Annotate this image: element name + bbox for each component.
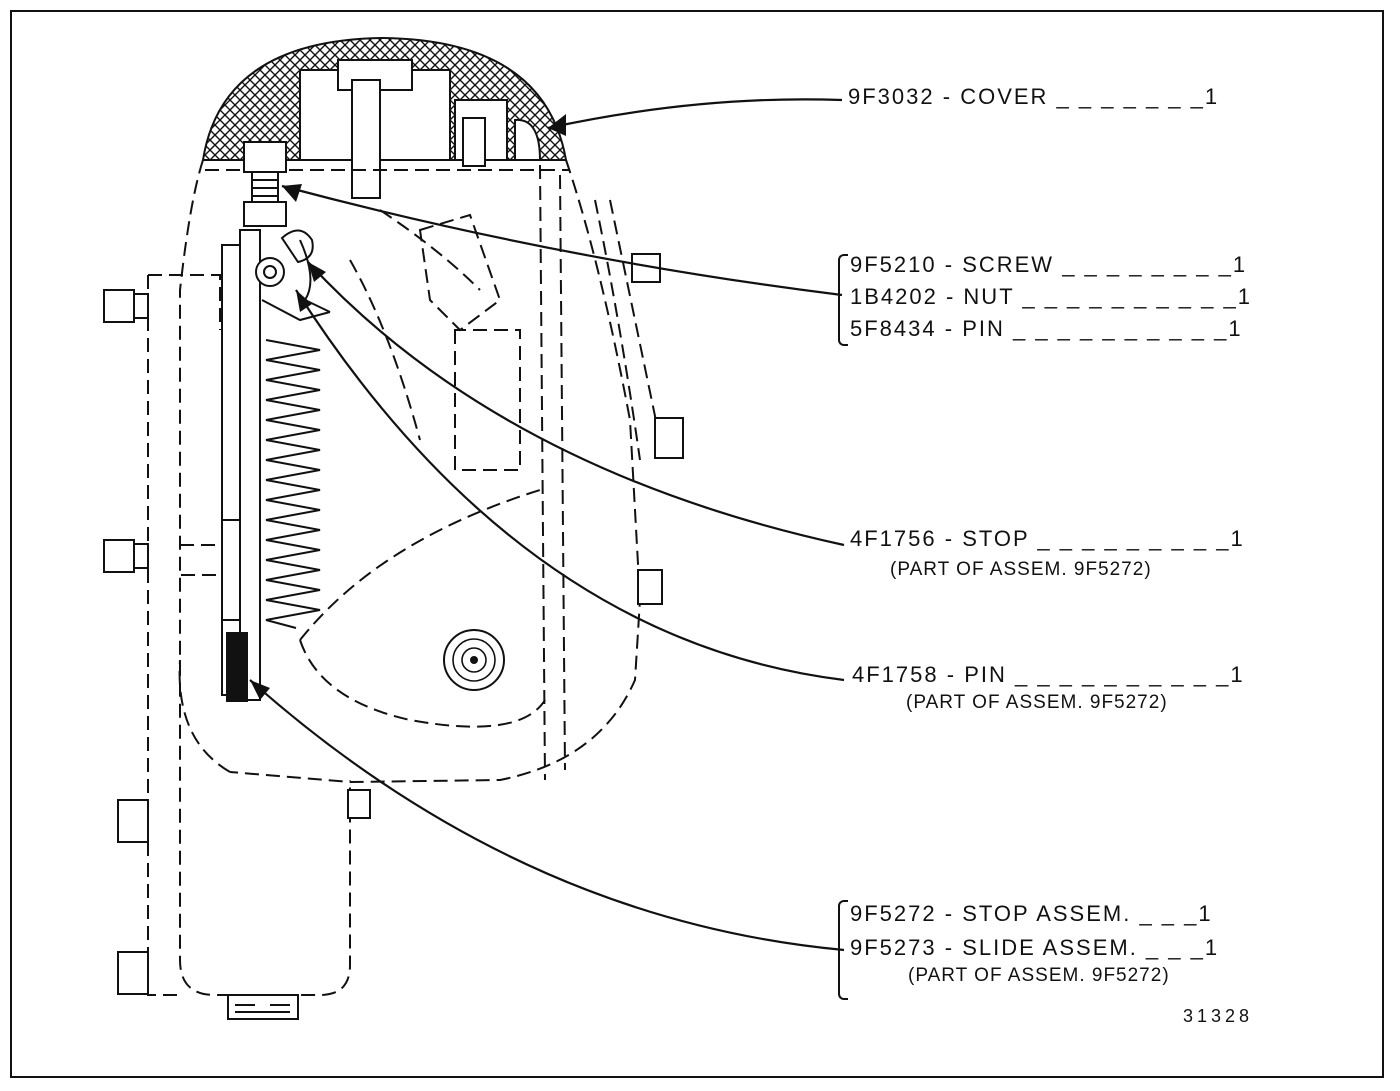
- pin2-part-number: 4F1758: [852, 662, 939, 687]
- callout-cover: 9F3032 - COVER _ _ _ _ _ _ _1: [848, 84, 1218, 109]
- round-plug: [443, 629, 505, 691]
- callout-stop-assem: 9F5272 - STOP ASSEM. _ _ _1: [850, 901, 1211, 926]
- cover-part-name: COVER: [960, 84, 1049, 109]
- pin2-qty: 1: [1230, 662, 1243, 687]
- callout-pin2: 4F1758 - PIN _ _ _ _ _ _ _ _ _ _1: [852, 662, 1243, 687]
- pin2-part-name: PIN: [964, 662, 1007, 687]
- brace-screw-nut-pin: [838, 254, 848, 346]
- bottom-fitting: [227, 994, 299, 1020]
- pin2-note: (PART OF ASSEM. 9F5272): [906, 692, 1168, 713]
- callout-stop: 4F1756 - STOP _ _ _ _ _ _ _ _ _1: [850, 526, 1243, 551]
- drawing-frame: [10, 10, 1384, 1078]
- stop-part-name: STOP: [962, 526, 1030, 551]
- stop-part-number: 4F1756: [850, 526, 937, 551]
- screw-part-name: SCREW: [962, 252, 1055, 277]
- slide-assem-note: (PART OF ASSEM. 9F5272): [908, 965, 1170, 986]
- nut-part-number: 1B4202: [850, 284, 938, 309]
- figure-number: 31328: [1183, 1006, 1254, 1026]
- brace-stop-slide-assem: [838, 900, 848, 1000]
- center-shaft: [351, 79, 486, 199]
- housing-outline: [178, 159, 661, 996]
- stop-assem-part-number: 9F5272: [850, 901, 937, 926]
- right-bolts: [347, 253, 684, 819]
- callout-slide-assem: 9F5273 - SLIDE ASSEM. _ _ _1: [850, 935, 1218, 960]
- slide-assem-qty: 1: [1204, 935, 1218, 960]
- nut-qty: 1: [1237, 284, 1250, 309]
- cover-part-number: 9F3032: [848, 84, 935, 109]
- pin1-qty: 1: [1228, 316, 1241, 341]
- callout-nut: 1B4202 - NUT _ _ _ _ _ _ _ _ _ _1: [850, 284, 1250, 309]
- stop-assem-qty: 1: [1198, 901, 1211, 926]
- pin1-part-number: 5F8434: [850, 316, 937, 341]
- stop-assem-part-name: STOP ASSEM.: [962, 901, 1132, 926]
- screw-qty: 1: [1232, 252, 1246, 277]
- slide-assem-part-number: 9F5273: [850, 935, 937, 960]
- pin1-part-name: PIN: [962, 316, 1005, 341]
- cover-qty: 1: [1204, 84, 1218, 109]
- slide-assem-part-name: SLIDE ASSEM.: [962, 935, 1138, 960]
- screw-part-number: 9F5210: [850, 252, 937, 277]
- callout-screw: 9F5210 - SCREW _ _ _ _ _ _ _ _1: [850, 252, 1246, 277]
- slide-bar: [221, 229, 261, 702]
- nut-part-name: NUT: [963, 284, 1015, 309]
- stop-qty: 1: [1230, 526, 1243, 551]
- screw-and-nut: [243, 141, 287, 227]
- spring: [265, 339, 321, 629]
- callout-pin1: 5F8434 - PIN _ _ _ _ _ _ _ _ _ _1: [850, 316, 1241, 341]
- left-flange: [103, 274, 226, 996]
- leader-lines: [249, 98, 845, 952]
- stop-note: (PART OF ASSEM. 9F5272): [890, 559, 1152, 580]
